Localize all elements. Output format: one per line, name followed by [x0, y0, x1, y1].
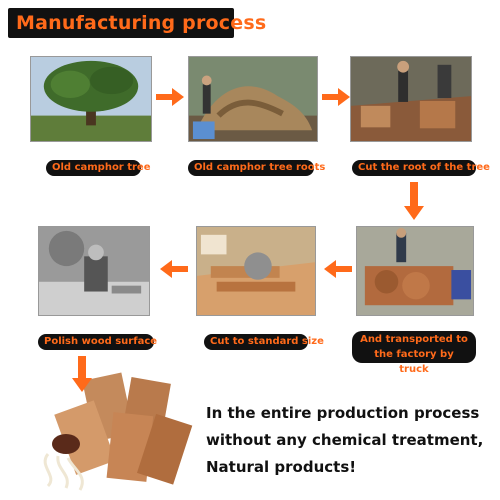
arrow-icon: [322, 88, 350, 106]
photo-camphor-blocks-product: [28, 366, 200, 494]
statement-line: Natural products!: [206, 458, 357, 476]
photo-camphor-roots: [188, 56, 318, 142]
step-label-camphor-roots: Old camphor tree roots: [188, 160, 325, 176]
photo-old-camphor-tree: [30, 56, 152, 142]
step-label-cut-standard-size: Cut to standard size: [204, 334, 324, 350]
arrow-icon: [72, 356, 92, 392]
photo-cutting-root: [350, 56, 472, 142]
arrow-icon: [156, 88, 184, 106]
photo-polish-surface: [38, 226, 150, 316]
arrow-icon: [404, 182, 424, 220]
process-statement: In the entire production process without…: [206, 400, 496, 481]
arrow-icon: [324, 260, 352, 278]
step-label-truck-transport: And transported to the factory by truck: [352, 331, 476, 375]
arrow-icon: [160, 260, 188, 278]
page-title: Manufacturing process: [8, 8, 266, 38]
step-label-polish-surface: Polish wood surface: [38, 334, 157, 350]
step-label-cut-root: Cut the root of the tree: [352, 160, 490, 176]
photo-truck-transport: [356, 226, 474, 316]
step-label-old-camphor-tree: Old camphor tree: [46, 160, 151, 176]
statement-line: without any chemical treatment,: [206, 431, 484, 449]
photo-cut-standard-size: [196, 226, 316, 316]
statement-line: In the entire production process: [206, 404, 480, 422]
